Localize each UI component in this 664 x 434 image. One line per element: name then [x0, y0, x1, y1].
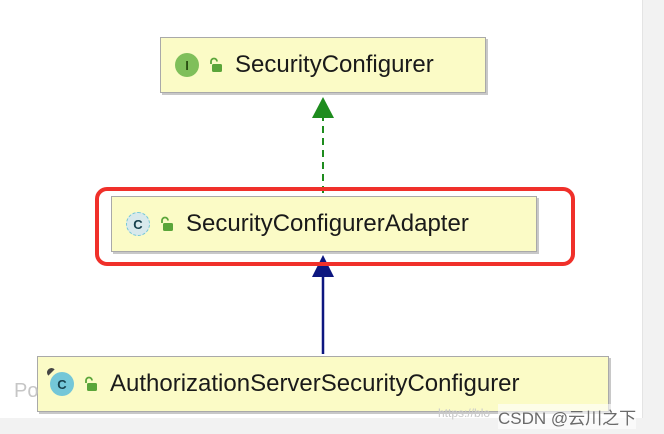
- interface-icon: I: [175, 53, 199, 77]
- window-side-strip: [642, 0, 664, 434]
- final-mark-icon: [47, 368, 56, 377]
- watermark-fragment: Po: [14, 380, 39, 402]
- unlocked-icon: [161, 216, 173, 231]
- node-label: AuthorizationServerSecurityConfigurer: [110, 370, 520, 397]
- extends-arrowhead: [312, 255, 334, 277]
- badge-letter: C: [57, 376, 67, 392]
- node-label: SecurityConfigurerAdapter: [186, 210, 469, 237]
- node-security-configurer[interactable]: I SecurityConfigurer: [160, 37, 486, 93]
- implements-arrowhead: [312, 97, 334, 118]
- highlight-frame: [95, 187, 575, 266]
- unlocked-icon: [85, 376, 97, 391]
- node-label: SecurityConfigurer: [235, 51, 434, 78]
- unlocked-icon: [210, 57, 222, 72]
- node-security-configurer-adapter[interactable]: C SecurityConfigurerAdapter: [111, 196, 537, 252]
- watermark-url: https://blo: [438, 406, 491, 420]
- watermark-brand: CSDN @云川之下: [498, 404, 637, 429]
- class-icon: C: [47, 368, 74, 396]
- abstract-class-icon: C: [126, 212, 150, 236]
- node-authorization-server-security-configurer[interactable]: C AuthorizationServerSecurityConfigurer: [37, 356, 609, 412]
